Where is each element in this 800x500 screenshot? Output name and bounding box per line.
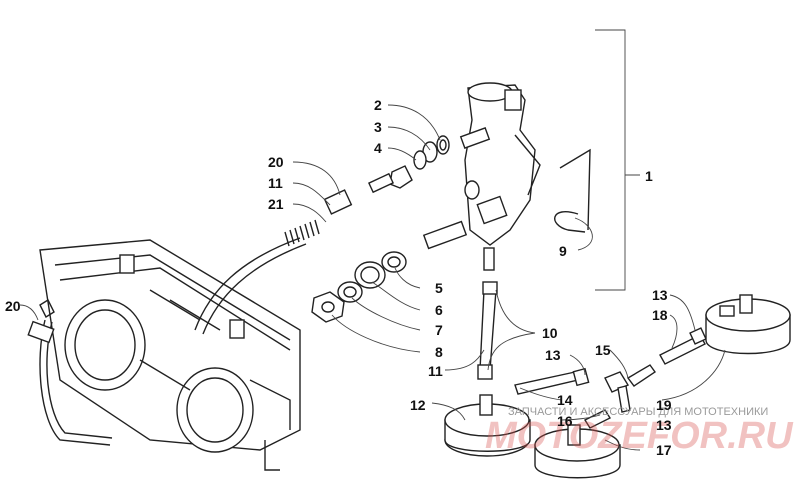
callout-2: 2 [374,97,382,113]
watermark: ЗАПЧАСТИ И АКСЕССУАРЫ ДЛЯ МОТОТЕХНИКИ MO… [485,406,794,457]
callout-18: 18 [652,307,668,323]
callout-17: 17 [656,442,672,458]
vent-cap-19 [705,294,791,355]
callout-13-left: 13 [545,347,561,363]
callout-9: 9 [559,243,567,259]
lower-hose-assembly [514,327,707,429]
callout-21: 21 [268,196,284,212]
callout-14: 14 [557,392,573,408]
leader-lines [19,104,726,451]
callout-10: 10 [542,325,558,341]
throttle-body-assembly [39,239,301,471]
fuel-valve-body [422,82,541,271]
bracket-part-1 [595,29,640,291]
callout-5: 5 [435,280,443,296]
watermark-text: ЗАПЧАСТИ И АКСЕССУАРЫ ДЛЯ МОТОТЕХНИКИ [508,406,768,418]
vent-hose [27,189,353,446]
callout-12: 12 [410,397,426,413]
callout-3: 3 [374,119,382,135]
callout-4: 4 [374,140,382,156]
callout-13-right: 13 [652,287,668,303]
callout-16: 16 [557,413,573,429]
callout-19: 19 [656,397,672,413]
callout-8: 8 [435,344,443,360]
callout-labels: 1 2 3 4 5 6 7 8 9 10 11 11 12 13 13 13 1… [5,97,672,458]
callout-1: 1 [645,168,653,184]
callout-13-lower: 13 [656,417,672,433]
callout-20-left: 20 [5,298,21,314]
hose-spring [284,219,320,247]
fittings-washers [311,135,450,323]
callout-6: 6 [435,302,443,318]
callout-11-upper: 11 [268,175,283,191]
watermark-logo: MOTOZEFOR.RU [485,415,794,457]
short-hose [477,281,498,380]
callout-7: 7 [435,322,443,338]
callout-20-upper: 20 [268,154,284,170]
vent-caps [444,294,791,479]
callout-11-lower: 11 [428,363,443,379]
spring-clip [554,148,591,233]
callout-15: 15 [595,342,611,358]
vent-cap-17 [534,424,621,479]
vent-cap-12 [444,394,531,457]
